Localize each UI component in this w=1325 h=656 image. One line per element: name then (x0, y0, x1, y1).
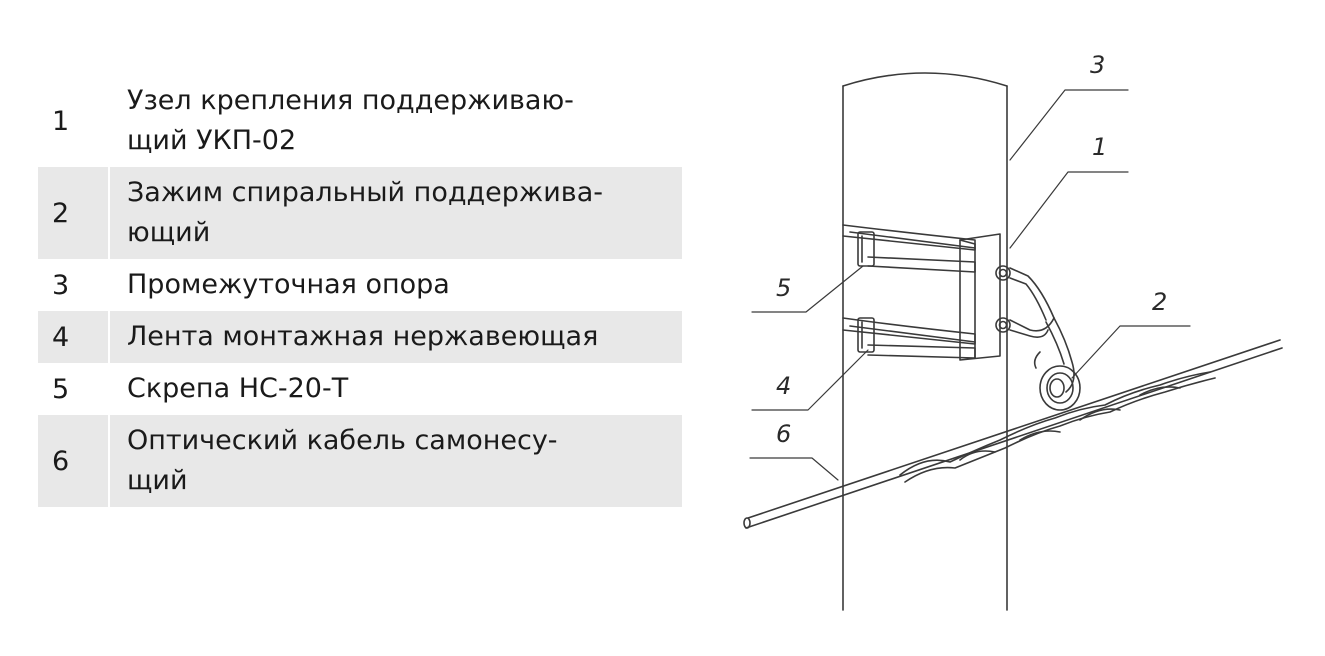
callout-4: 4 (776, 372, 791, 400)
legend-number: 1 (52, 105, 70, 137)
callout-3: 3 (1090, 51, 1105, 79)
legend-row-5: 5 Скрепа НС-20-Т (38, 363, 682, 415)
legend-number: 6 (38, 415, 108, 507)
legend-row-1: 1 Узел крепления поддерживаю- щий УКП-02 (38, 75, 682, 167)
legend-label: Промежуточная опора (127, 269, 450, 300)
legend-number: 4 (38, 311, 108, 363)
spiral-clamp (1033, 351, 1081, 411)
legend-row-2: 2 Зажим спиральный поддержива- ющий (38, 167, 682, 259)
legend-label: Лента монтажная нержавеющая (110, 311, 682, 363)
legend-number: 5 (52, 373, 70, 405)
leader-lines (749, 89, 1191, 481)
band-buckle (857, 231, 875, 353)
legend-row-6: 6 Оптический кабель самонесу- щий (38, 415, 682, 507)
callout-5: 5 (776, 274, 791, 302)
legend-label: Оптический кабель самонесу- щий (110, 415, 682, 507)
callout-2: 2 (1152, 288, 1167, 316)
legend-label: Зажим спиральный поддержива- ющий (110, 167, 682, 259)
callout-1: 1 (1092, 133, 1107, 161)
legend-row-4: 4 Лента монтажная нержавеющая (38, 311, 682, 363)
legend-table: 1 Узел крепления поддерживаю- щий УКП-02… (38, 75, 682, 507)
support-bracket (959, 233, 1075, 393)
optical-cable (743, 339, 1283, 529)
pole (842, 72, 1008, 611)
legend-row-3: 3 Промежуточная опора (38, 259, 682, 311)
legend-label: Скрепа НС-20-Т (127, 373, 349, 404)
legend-label: Узел крепления поддерживаю- щий УКП-02 (127, 85, 574, 156)
pole-mount-drawing: 3 1 2 5 4 6 (743, 51, 1283, 611)
legend-number: 2 (38, 167, 108, 259)
callout-6: 6 (776, 420, 791, 448)
legend-number: 3 (52, 269, 70, 301)
